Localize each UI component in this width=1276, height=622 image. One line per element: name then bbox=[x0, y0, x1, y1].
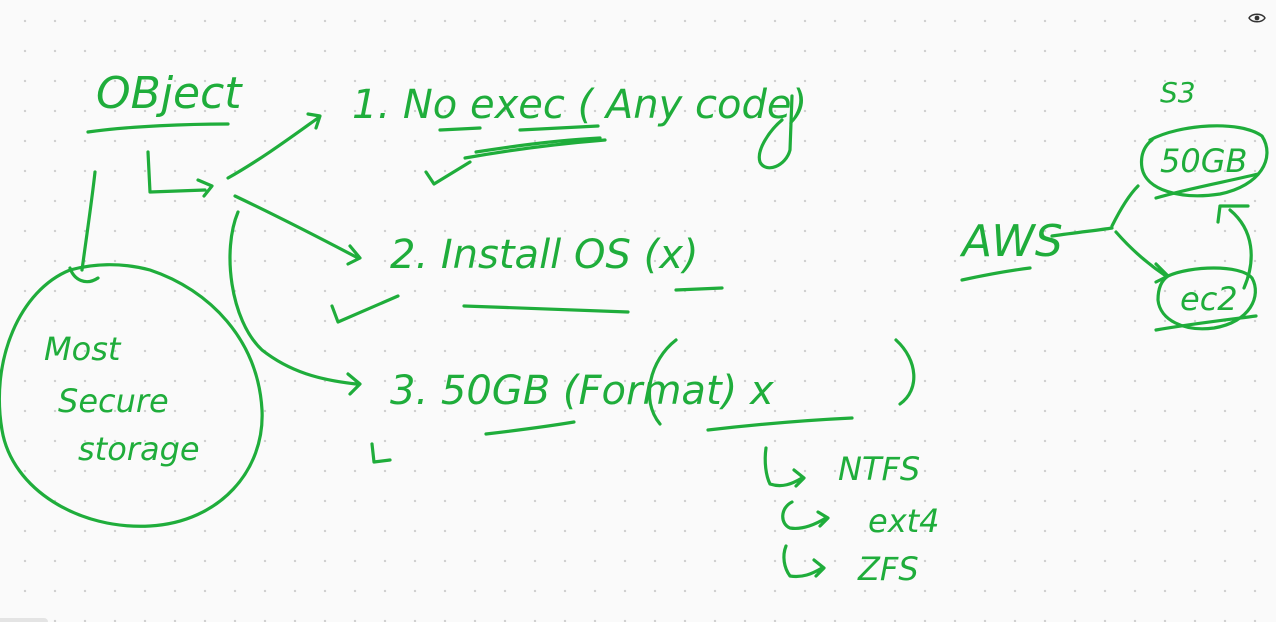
item1-check bbox=[424, 160, 472, 186]
format-right-paren bbox=[894, 338, 916, 406]
format-underline bbox=[706, 416, 854, 432]
labels-layer: OBject Most Secure storage 1. No exec ( … bbox=[44, 68, 1247, 588]
any-code-loop bbox=[757, 94, 794, 170]
aws-branch-down bbox=[1114, 230, 1170, 284]
object-elbow-arrow bbox=[146, 150, 214, 198]
arrow-to-item2 bbox=[233, 194, 362, 266]
view-toggle-button[interactable] bbox=[1246, 9, 1268, 27]
eye-icon bbox=[1248, 13, 1266, 23]
ntfs-hook bbox=[763, 446, 806, 488]
ec2-label: ec2 bbox=[1180, 280, 1238, 318]
aws-connector bbox=[1050, 226, 1114, 238]
aws-label: AWS bbox=[959, 216, 1063, 267]
zfs-label: ZFS bbox=[857, 550, 919, 588]
s3-size-label: 50GB bbox=[1160, 142, 1247, 180]
item3-tick bbox=[370, 442, 392, 464]
zfs-hook bbox=[782, 544, 826, 579]
storage-label: storage bbox=[78, 430, 200, 468]
aws-branch-up bbox=[1110, 184, 1140, 228]
s3-label: S3 bbox=[1160, 76, 1196, 109]
item2-text: 2. Install OS (x) bbox=[390, 232, 698, 278]
object-underline bbox=[86, 122, 230, 134]
ext4-label: ext4 bbox=[868, 502, 940, 540]
object-title: OBject bbox=[96, 68, 243, 119]
s3-oval bbox=[1139, 124, 1269, 198]
aws-underline bbox=[960, 266, 1032, 282]
corner-tab bbox=[0, 618, 48, 622]
item1-double-underline bbox=[463, 136, 607, 160]
arrow-to-item1 bbox=[226, 112, 322, 180]
50gb-underline bbox=[484, 420, 576, 436]
ec2-to-s3-arrow bbox=[1216, 204, 1253, 290]
s3-oval-underline bbox=[1154, 172, 1260, 200]
no-underline bbox=[438, 126, 482, 132]
format-left-paren bbox=[647, 338, 678, 426]
item3-text: 3. 50GB (Format) x bbox=[390, 368, 774, 414]
install-underline bbox=[462, 304, 630, 314]
secure-storage-circle bbox=[0, 263, 264, 528]
item2-check bbox=[330, 294, 400, 324]
ec2-oval bbox=[1156, 266, 1257, 331]
ec2-oval-underline bbox=[1154, 314, 1258, 332]
arrow-to-item3 bbox=[228, 210, 362, 396]
ext4-hook bbox=[781, 500, 830, 530]
secure-label: Secure bbox=[58, 382, 169, 420]
item1-text: 1. No exec ( Any code) bbox=[352, 82, 807, 128]
exec-underline bbox=[518, 124, 600, 132]
most-label: Most bbox=[44, 330, 122, 368]
ntfs-label: NTFS bbox=[838, 450, 920, 488]
os-underline bbox=[674, 286, 724, 292]
